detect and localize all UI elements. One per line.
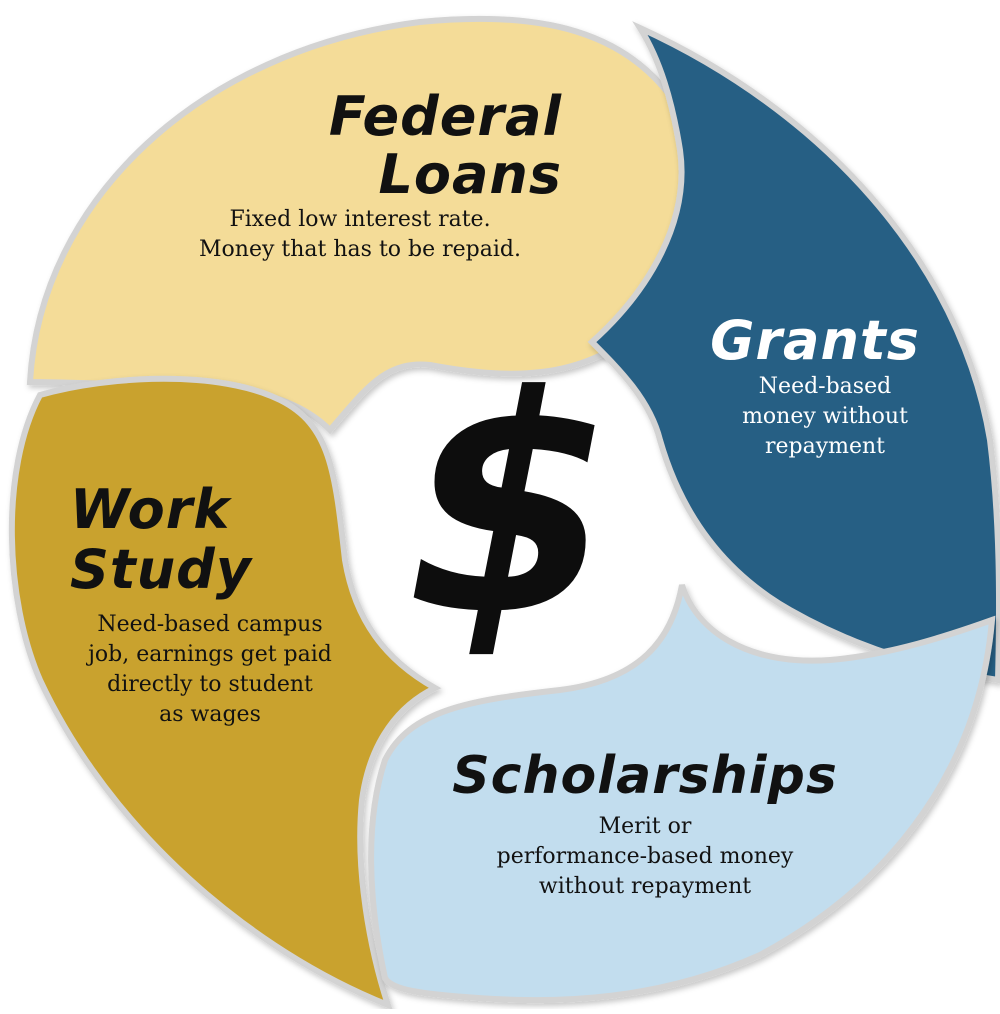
work-study-title-line2: Study <box>70 538 253 601</box>
grants-title: Grants <box>710 309 920 372</box>
scholarships-desc-line3: without repayment <box>538 874 752 899</box>
work-study-desc-line1: Need-based campus <box>97 612 323 637</box>
scholarships-title: Scholarships <box>452 746 838 806</box>
work-study-desc-line3: directly to student <box>107 672 313 697</box>
scholarships-desc-line2: performance-based money <box>496 844 794 869</box>
grants-desc-line1: Need-based <box>758 374 892 399</box>
grants-desc-line3: repayment <box>764 434 886 459</box>
dollar-sign: $ <box>406 332 615 681</box>
work-study-title-line1: Work <box>70 478 231 541</box>
federal-loans-title-line1: Federal <box>328 85 562 148</box>
scholarships-desc-line1: Merit or <box>598 814 692 839</box>
federal-loans-description: Fixed low interest rate. Money that has … <box>160 205 560 265</box>
work-study-desc-line2: job, earnings get paid <box>88 642 332 667</box>
work-study-title: Work Study <box>70 483 300 597</box>
work-study-description: Need-based campus job, earnings get paid… <box>60 610 360 730</box>
federal-loans-desc-line2: Money that has to be repaid. <box>199 237 521 262</box>
federal-loans-title: Federal Loans <box>292 90 562 202</box>
grants-desc-line2: money without <box>742 404 908 429</box>
federal-loans-desc-line1: Fixed low interest rate. <box>229 207 491 232</box>
work-study-desc-line4: as wages <box>159 702 261 727</box>
work-study-petal <box>8 375 442 1011</box>
federal-loans-title-line2: Loans <box>378 143 562 206</box>
grants-petal <box>587 21 1000 684</box>
scholarships-description: Merit or performance-based money without… <box>470 812 820 902</box>
grants-description: Need-based money without repayment <box>715 372 935 462</box>
scholarships-petal <box>368 584 996 1004</box>
